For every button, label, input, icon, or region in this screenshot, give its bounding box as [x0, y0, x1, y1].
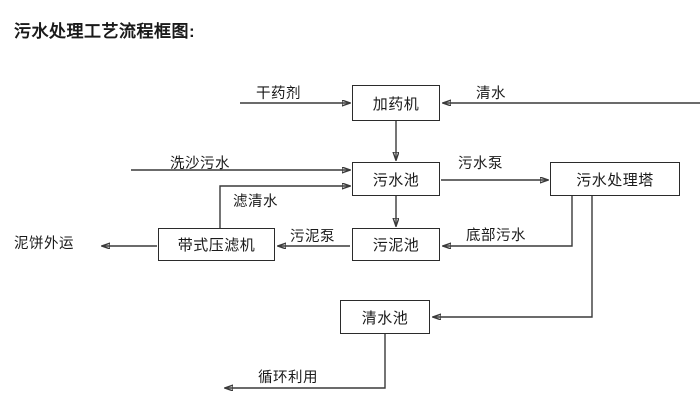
- node-label: 清水池: [361, 309, 409, 327]
- edge-treatment-tower-to-clear-water-pool: [433, 196, 593, 317]
- node-label: 污泥池: [372, 237, 420, 254]
- page-title: 污水处理工艺流程框图:: [14, 22, 196, 41]
- node-belt-filter-press[interactable]: 带式压滤机: [158, 228, 275, 261]
- edge-label-filtered-water: 滤清水: [233, 194, 278, 210]
- edge-label-sludge-pump: 污泥泵: [290, 229, 335, 245]
- node-label: 污水处理塔: [576, 171, 654, 189]
- node-label: 带式压滤机: [177, 237, 256, 254]
- node-treatment-tower[interactable]: 污水处理塔: [550, 162, 680, 196]
- edge-label-sewage-pump: 污水泵: [458, 156, 503, 172]
- node-sewage-pool[interactable]: 污水池: [352, 162, 440, 196]
- edge-label-sand-wash-sewage: 洗沙污水: [170, 156, 230, 172]
- edge-label-clean-water: 清水: [476, 86, 506, 102]
- edge-label-recycle-reuse: 循环利用: [258, 370, 318, 386]
- node-clear-water-pool[interactable]: 清水池: [340, 300, 430, 334]
- node-label: 加药机: [372, 95, 420, 113]
- node-dosing-machine[interactable]: 加药机: [352, 85, 440, 121]
- edge-label-dry-reagent: 干药剂: [256, 86, 301, 102]
- edge-label-bottom-sewage: 底部污水: [466, 228, 526, 244]
- node-label: 污水池: [372, 171, 420, 189]
- node-sludge-pool[interactable]: 污泥池: [352, 228, 440, 261]
- terminal-label-mud-cake-out: 泥饼外运: [14, 236, 74, 252]
